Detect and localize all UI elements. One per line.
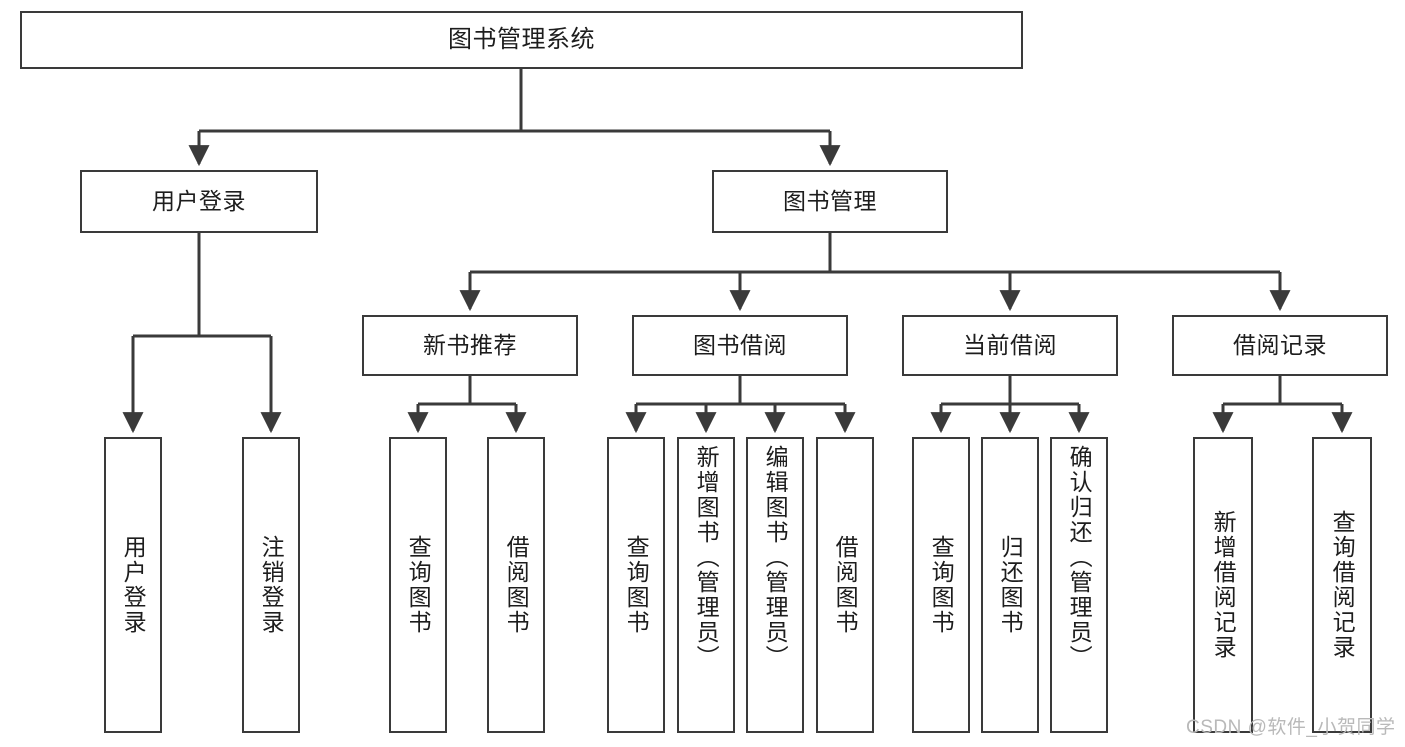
- leaf-query-borrow-record[interactable]: 查询借阅记录: [1312, 437, 1372, 733]
- leaf-query-book-newbook[interactable]: 查询图书: [389, 437, 447, 733]
- node-label: 当前借阅: [963, 331, 1057, 358]
- node-label: 图书管理系统: [448, 25, 595, 53]
- node-label: 用户登录: [120, 535, 147, 635]
- leaf-confirm-return-admin[interactable]: 确认归还（管理员）: [1050, 437, 1108, 733]
- node-new-book-recommendation[interactable]: 新书推荐: [362, 315, 578, 376]
- node-label: 新增借阅记录: [1210, 510, 1237, 660]
- node-label: 查询图书: [623, 535, 650, 635]
- leaf-query-book-borrow[interactable]: 查询图书: [607, 437, 665, 733]
- node-borrow-records[interactable]: 借阅记录: [1172, 315, 1388, 376]
- node-label: 新书推荐: [423, 331, 517, 358]
- leaf-logout[interactable]: 注销登录: [242, 437, 300, 733]
- leaf-return-book[interactable]: 归还图书: [981, 437, 1039, 733]
- node-label: 确认归还（管理员）: [1066, 445, 1093, 670]
- node-label: 查询借阅记录: [1329, 510, 1356, 660]
- node-label: 注销登录: [258, 535, 285, 635]
- node-label: 新增图书（管理员）: [693, 445, 720, 670]
- watermark: CSDN @软件_小贺同学: [1186, 717, 1396, 738]
- node-user-login[interactable]: 用户登录: [80, 170, 318, 233]
- node-label: 归还图书: [997, 535, 1024, 635]
- node-label: 借阅图书: [832, 535, 859, 635]
- node-book-borrowing[interactable]: 图书借阅: [632, 315, 848, 376]
- leaf-add-borrow-record[interactable]: 新增借阅记录: [1193, 437, 1253, 733]
- node-label: 用户登录: [152, 187, 246, 214]
- leaf-borrow-book-newbook[interactable]: 借阅图书: [487, 437, 545, 733]
- leaf-user-login[interactable]: 用户登录: [104, 437, 162, 733]
- leaf-query-book-current[interactable]: 查询图书: [912, 437, 970, 733]
- leaf-borrow-book[interactable]: 借阅图书: [816, 437, 874, 733]
- node-root-book-management-system[interactable]: 图书管理系统: [20, 11, 1023, 69]
- node-label: 借阅图书: [503, 535, 530, 635]
- node-label: 查询图书: [405, 535, 432, 635]
- leaf-edit-book-admin[interactable]: 编辑图书（管理员）: [746, 437, 804, 733]
- node-label: 编辑图书（管理员）: [762, 445, 789, 670]
- node-label: 查询图书: [928, 535, 955, 635]
- leaf-add-book-admin[interactable]: 新增图书（管理员）: [677, 437, 735, 733]
- node-label: 图书借阅: [693, 331, 787, 358]
- node-label: 图书管理: [783, 187, 877, 214]
- node-book-management[interactable]: 图书管理: [712, 170, 948, 233]
- node-current-borrowing[interactable]: 当前借阅: [902, 315, 1118, 376]
- node-label: 借阅记录: [1233, 331, 1327, 358]
